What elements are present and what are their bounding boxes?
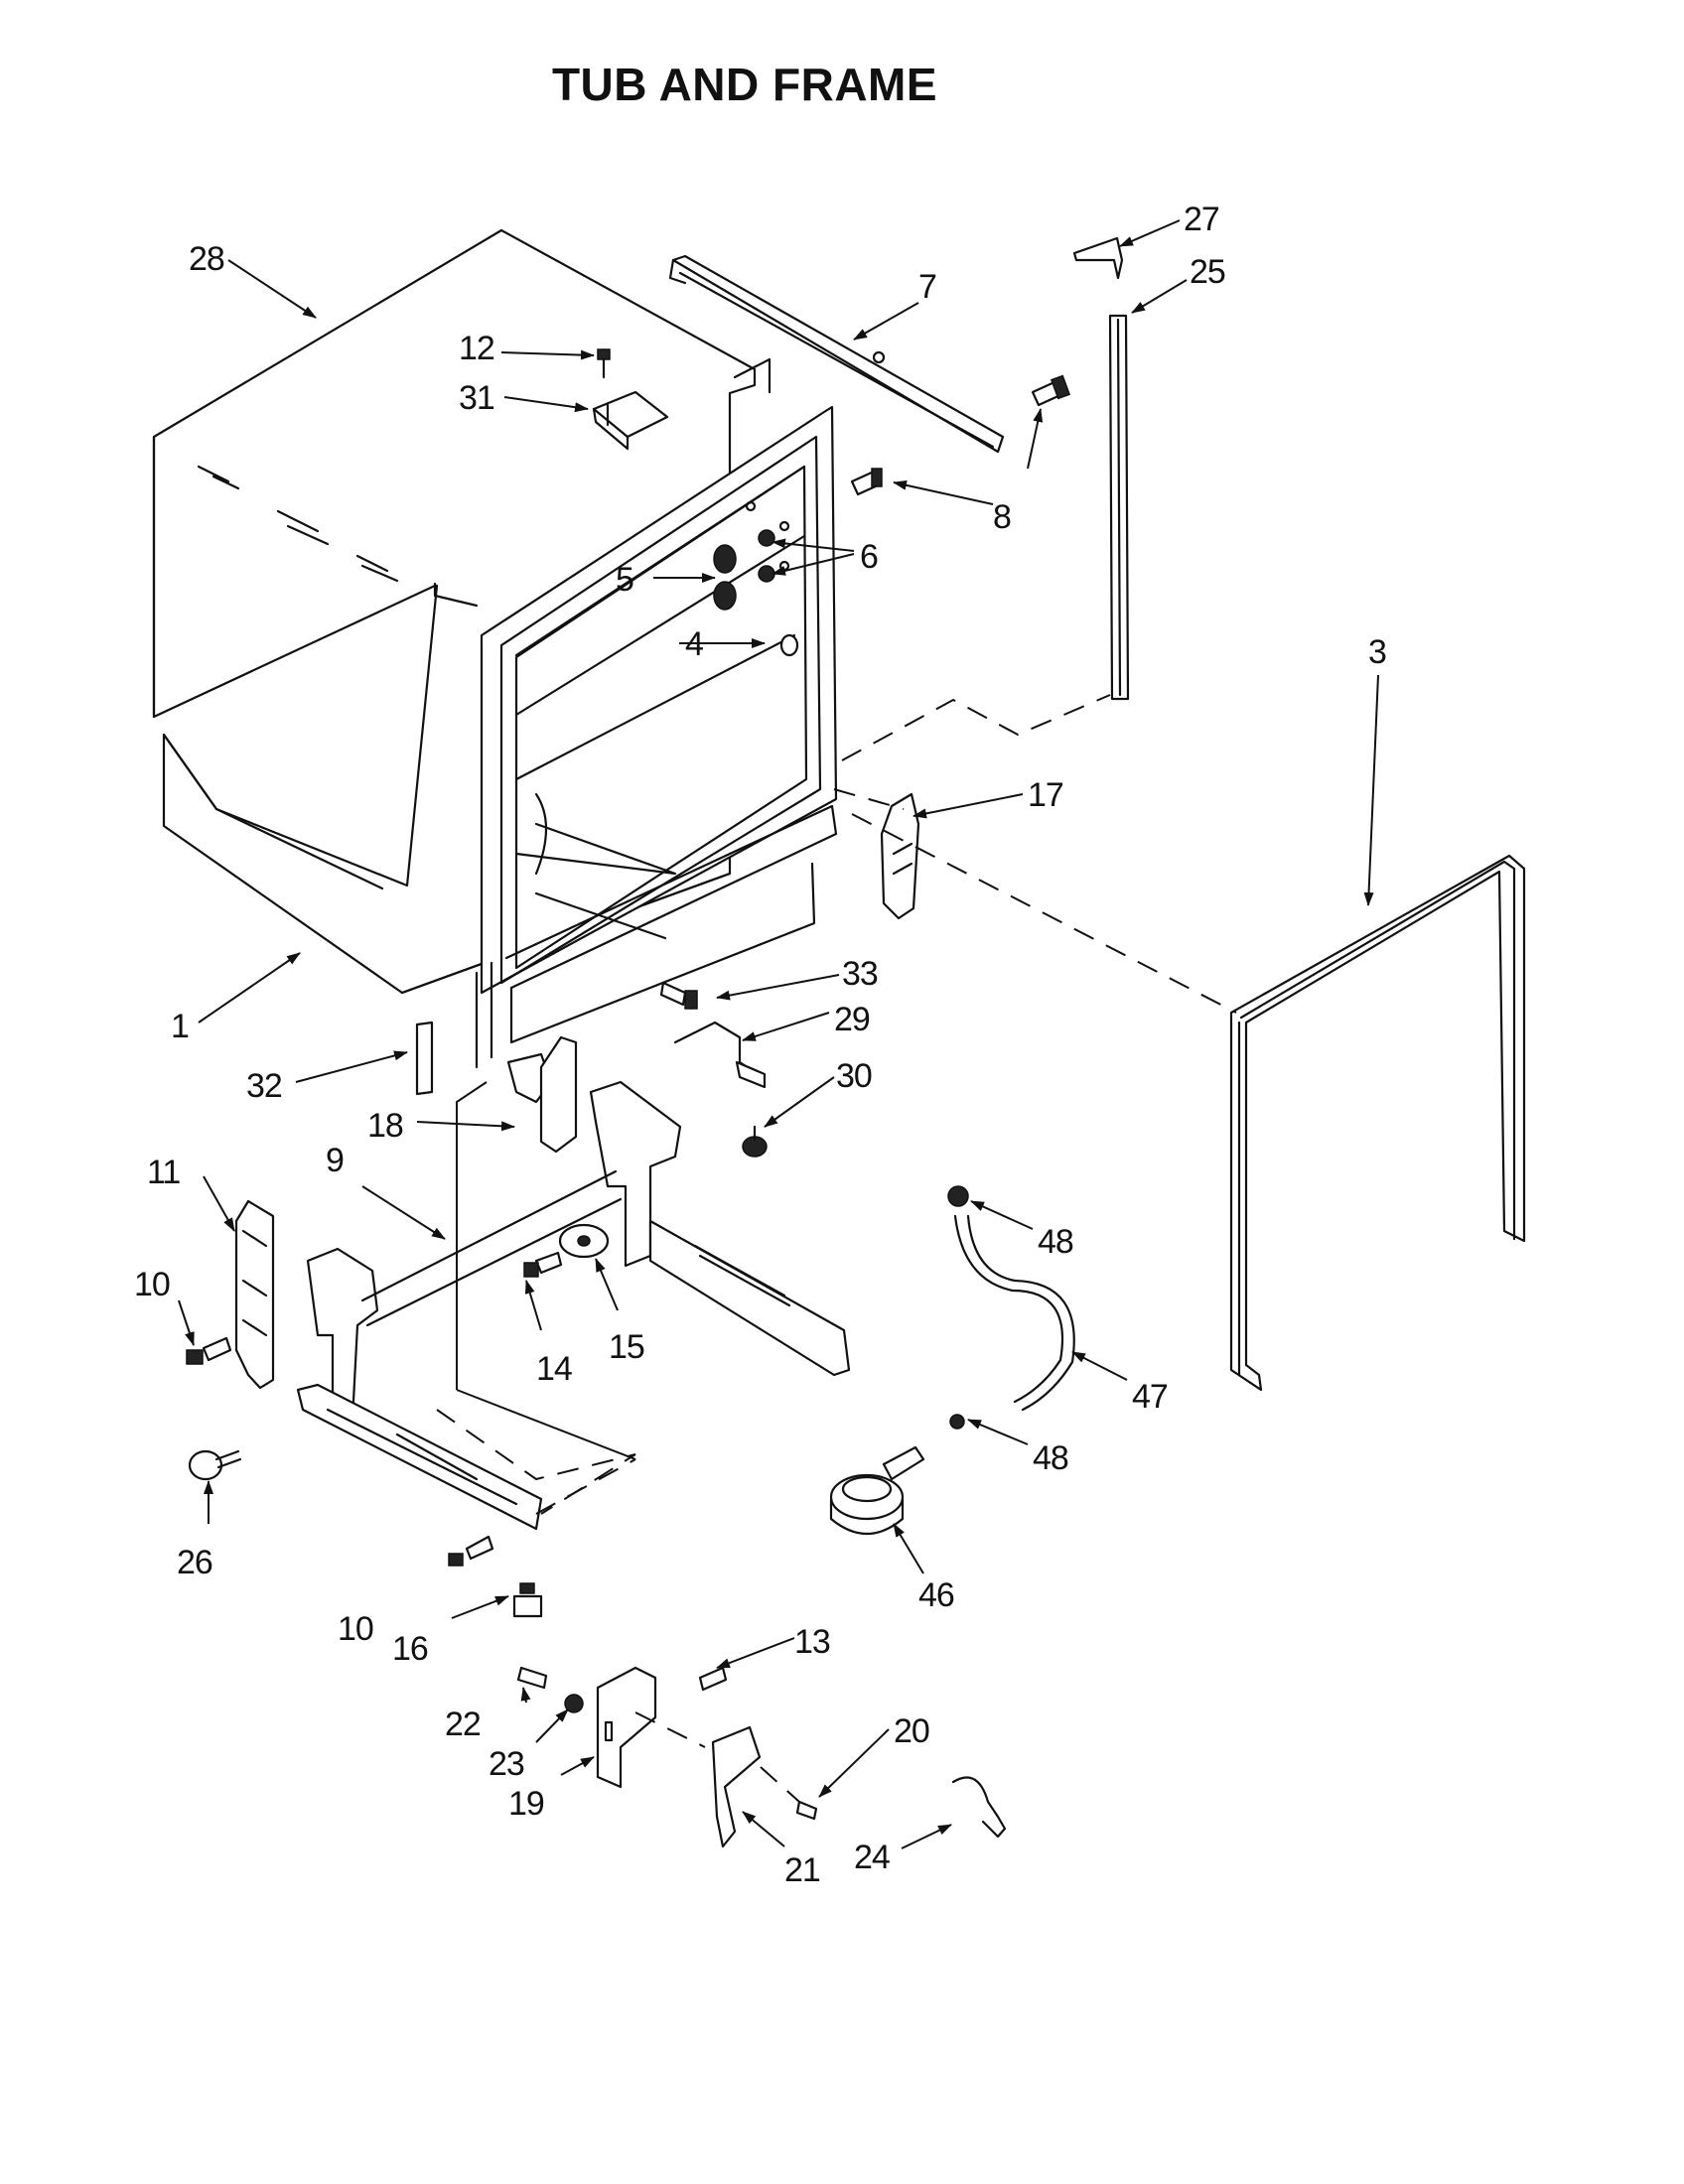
screw-10-lower [448,1535,494,1567]
callout-19: 19 [508,1785,544,1823]
callout-31: 31 [459,379,494,417]
callout-6: 6 [860,538,878,576]
switch-30 [742,1125,768,1158]
callout-30: 30 [836,1057,872,1095]
clip-29 [673,1021,767,1089]
diagram-title: TUB AND FRAME [551,59,938,110]
callout-13: 13 [794,1623,830,1661]
callout-28: 28 [189,240,224,278]
callout-15: 15 [609,1328,644,1366]
callout-16: 16 [392,1630,428,1668]
side-seal-strip [1108,314,1130,701]
callout-23: 23 [489,1745,524,1783]
seal-cap [1072,236,1124,280]
side-bracket-11 [234,1199,275,1390]
base-frame [296,1080,851,1531]
callout-26: 26 [177,1544,212,1581]
callout-46: 46 [918,1576,954,1614]
bracket-21 [711,1725,762,1848]
screw-8-right [1031,374,1071,407]
water-inlet-fittings [713,500,790,611]
callout-12: 12 [459,330,494,367]
callout-14: 14 [536,1350,572,1388]
screw-33 [659,981,698,1010]
part-46 [829,1445,925,1536]
clip-24 [951,1776,1007,1839]
screw-12 [597,348,611,379]
callout-10a: 10 [134,1266,170,1303]
callout-27: 27 [1184,201,1219,238]
callout-48a: 48 [1038,1223,1073,1261]
top-rail [668,254,1005,454]
callout-10b: 10 [338,1610,373,1648]
hinge-17 [880,792,920,920]
callout-17: 17 [1028,776,1063,814]
callout-9: 9 [326,1142,344,1179]
callout-18: 18 [367,1107,403,1145]
fitting-4 [779,633,799,657]
callout-1: 1 [171,1008,189,1045]
strip-32 [415,1021,434,1096]
screw-14 [523,1251,563,1278]
callout-47: 47 [1132,1378,1168,1416]
callout-33: 33 [842,955,878,993]
tub-bracket [592,390,669,451]
hinge-18 [506,1035,578,1154]
screw-10-left [186,1336,232,1365]
callout-24: 24 [854,1839,890,1876]
callout-29: 29 [834,1001,870,1038]
callout-4: 4 [685,625,703,663]
door-gasket [1229,854,1526,1392]
foot-16 [512,1582,543,1618]
screws-22-23-13-20 [516,1666,818,1821]
callout-32: 32 [246,1067,282,1105]
callout-7: 7 [918,268,936,306]
callout-25: 25 [1190,253,1225,291]
callout-11: 11 [147,1154,180,1191]
callout-20: 20 [894,1712,929,1750]
callout-22: 22 [445,1706,481,1743]
bracket-19 [596,1666,657,1789]
callout-8: 8 [993,498,1011,536]
callout-3: 3 [1368,633,1386,671]
screw-8-left [850,468,883,496]
tub-front-frame [475,357,838,1069]
callout-48b: 48 [1033,1439,1068,1477]
leveling-foot-26 [188,1449,242,1481]
callout-5: 5 [616,561,633,599]
callout-21: 21 [784,1851,820,1889]
drain-hose [947,1185,1075,1430]
washer-15 [558,1223,610,1259]
